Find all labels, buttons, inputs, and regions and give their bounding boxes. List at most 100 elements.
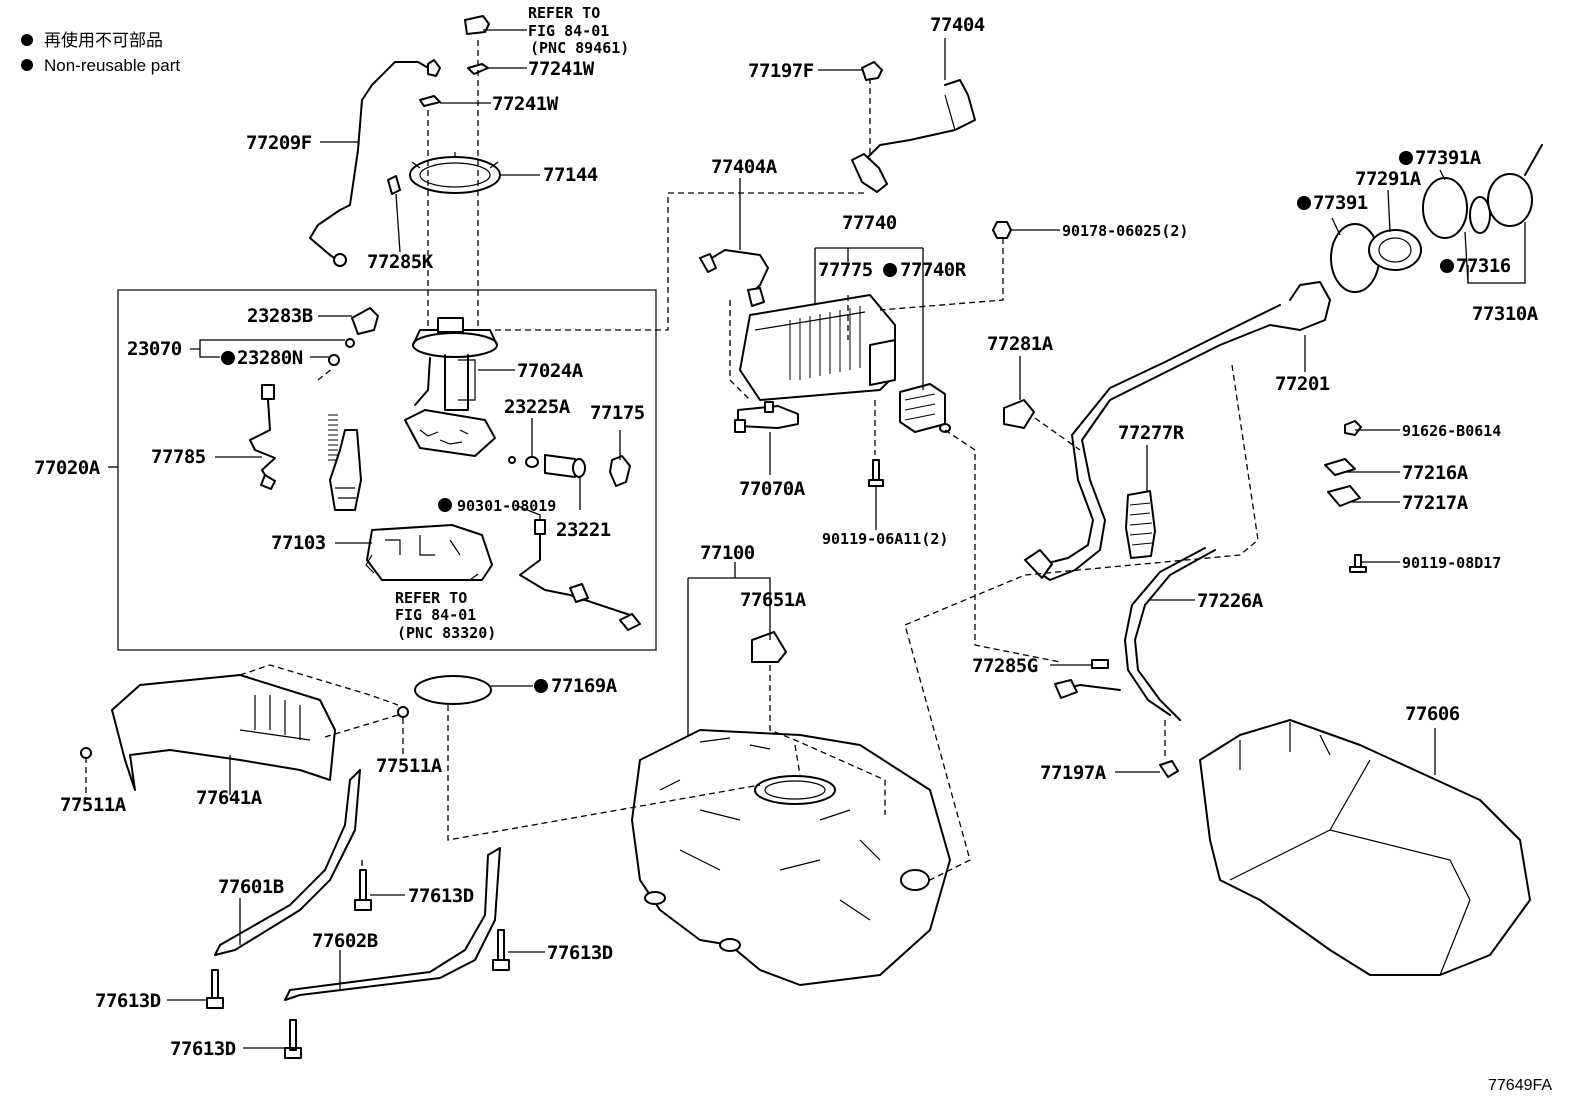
label-77197A: 77197A	[1040, 762, 1107, 784]
label-77144: 77144	[543, 164, 598, 186]
label-77197F: 77197F	[748, 60, 814, 82]
leader-lines	[108, 29, 1526, 1049]
clip-77197A	[1159, 760, 1179, 778]
protector-77277R	[1125, 490, 1156, 559]
breather-tube-77226A	[1054, 547, 1216, 721]
hose-77404A	[699, 249, 769, 307]
legend-japanese: 再使用不可部品	[44, 30, 163, 50]
label-77606: 77606	[1405, 703, 1460, 725]
strap-77601B	[214, 769, 361, 956]
legend-english: Non-reusable part	[44, 56, 180, 75]
charcoal-canister-77740	[739, 294, 896, 401]
float-arm	[329, 429, 362, 511]
svg-text:FIG 84-01: FIG 84-01	[395, 606, 476, 624]
label-77391A: 77391A	[1415, 147, 1482, 169]
label-90119-06A11: 90119-06A11(2)	[822, 530, 948, 548]
label-77602B: 77602B	[312, 930, 378, 952]
valve-77070A	[734, 401, 799, 433]
clip-77197F	[861, 61, 883, 81]
label-77100: 77100	[700, 542, 755, 564]
non-reusable-dot-icon	[21, 59, 33, 71]
bolts-canister	[868, 221, 1012, 487]
label-77601B: 77601B	[218, 876, 284, 898]
label-90178-06025: 90178-06025(2)	[1062, 222, 1188, 240]
label-77277R: 77277R	[1118, 422, 1185, 444]
label-77740: 77740	[842, 212, 897, 234]
valve-77740R	[899, 383, 951, 433]
hose-77404	[851, 79, 976, 193]
label-77209F: 77209F	[246, 132, 312, 154]
fuel-cap-parts	[1330, 144, 1543, 293]
label-77175: 77175	[590, 402, 645, 424]
label-77241W: 77241W	[492, 93, 559, 115]
fuel-pump-77024A	[412, 317, 498, 411]
label-77740R: 77740R	[900, 259, 967, 281]
label-77310A: 77310A	[1472, 303, 1539, 325]
non-reusable-dot-icon	[21, 34, 33, 46]
bracket-parts-right	[1324, 420, 1367, 573]
reference-note-83320: REFER TO FIG 84-01 (PNC 83320)	[395, 589, 496, 642]
non-reusable-markers	[221, 151, 1454, 693]
label-77316: 77316	[1456, 255, 1511, 277]
clamp-77281A	[1003, 399, 1035, 429]
svg-text:REFER TO: REFER TO	[528, 4, 600, 22]
clamp-77285K	[387, 175, 401, 195]
label-77641A: 77641A	[196, 787, 263, 809]
label-77217A: 77217A	[1402, 492, 1469, 514]
label-77404A: 77404A	[711, 156, 778, 178]
svg-text:REFER TO: REFER TO	[395, 589, 467, 607]
filler-pipe-77201	[1024, 281, 1331, 581]
label-23225A: 23225A	[504, 396, 571, 418]
label-77226A: 77226A	[1197, 590, 1264, 612]
label-77020A: 77020A	[34, 457, 101, 479]
label-77613D: 77613D	[408, 885, 474, 907]
label-23283B: 23283B	[247, 305, 313, 327]
label-77216A: 77216A	[1402, 462, 1469, 484]
wire-harness	[519, 519, 641, 631]
bolts-77613D	[206, 869, 510, 1059]
fuel-tube-77209F	[309, 59, 441, 267]
label-77511A: 77511A	[376, 755, 443, 777]
svg-text:(PNC 89461): (PNC 89461)	[530, 39, 629, 57]
clamp-77651A	[751, 631, 787, 663]
label-77404: 77404	[930, 14, 985, 36]
clip-parts-top	[419, 15, 490, 107]
fuel-tank-77100	[631, 729, 951, 986]
filter-parts	[328, 307, 631, 487]
gasket-77169A	[414, 675, 492, 705]
label-77241W: 77241W	[528, 58, 595, 80]
pump-bracket-77103	[365, 524, 493, 581]
label-77511A: 77511A	[60, 794, 127, 816]
label-77285G: 77285G	[972, 655, 1038, 677]
label-77785: 77785	[151, 446, 206, 468]
svg-text:(PNC 83320): (PNC 83320)	[397, 624, 496, 642]
clip-77511A	[397, 706, 409, 718]
label-77070A: 77070A	[739, 478, 806, 500]
sender-gauge-77785	[249, 384, 276, 490]
label-77281A: 77281A	[987, 333, 1054, 355]
part-labels: 77241W 77241W 77209F 77144 77285K 23283B…	[34, 14, 1539, 1060]
fuel-pump-assembly-box	[117, 289, 657, 651]
strap-77602B	[284, 847, 501, 1001]
label-77169A: 77169A	[551, 675, 618, 697]
label-77613D: 77613D	[547, 942, 613, 964]
label-23280N: 23280N	[237, 347, 303, 369]
label-77201: 77201	[1275, 373, 1330, 395]
spring-part	[328, 414, 338, 461]
legend: 再使用不可部品 Non-reusable part	[21, 30, 180, 75]
insulator-77641A	[111, 674, 336, 791]
label-23070: 23070	[127, 338, 182, 360]
label-77651A: 77651A	[740, 589, 807, 611]
retainer-ring-77144	[409, 152, 501, 194]
dashed-connectors	[85, 40, 1259, 881]
label-77613D: 77613D	[95, 990, 161, 1012]
label-77285K: 77285K	[367, 251, 434, 273]
label-77391: 77391	[1313, 192, 1368, 214]
clip-77511A-left	[80, 747, 92, 759]
label-77613D: 77613D	[170, 1038, 236, 1060]
label-77775: 77775	[818, 259, 873, 281]
label-77103: 77103	[271, 532, 326, 554]
label-77291A: 77291A	[1355, 168, 1422, 190]
